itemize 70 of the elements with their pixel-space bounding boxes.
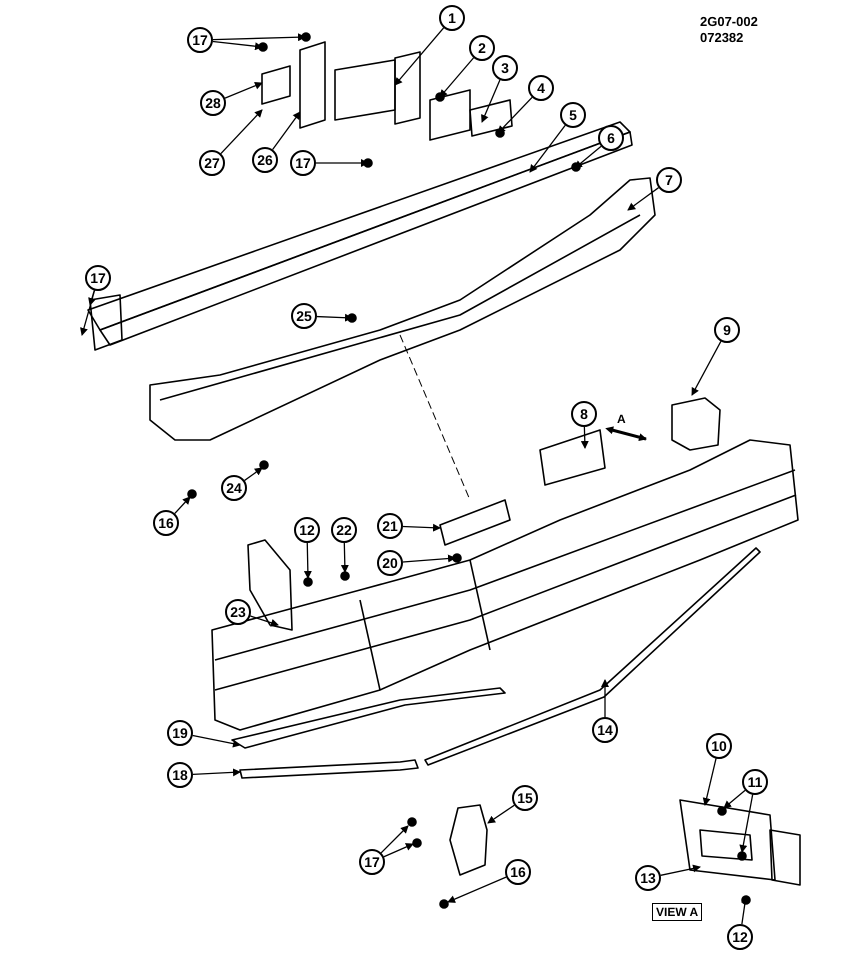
leader-line <box>741 895 749 924</box>
leader-line <box>723 790 746 809</box>
callout-number: 11 <box>742 769 768 795</box>
callout-number: 15 <box>512 785 538 811</box>
leader-line <box>580 426 589 449</box>
leader-line <box>380 825 409 854</box>
leader-line <box>224 82 263 99</box>
leader-line <box>304 542 312 579</box>
callout-number: 9 <box>714 317 740 343</box>
callout-number: 8 <box>571 401 597 427</box>
callout-number: 25 <box>291 303 317 329</box>
callout-number: 19 <box>167 720 193 746</box>
callout-number: 12 <box>727 924 753 950</box>
leader-line <box>574 146 602 169</box>
leader-line <box>691 341 722 396</box>
leader-line <box>80 290 96 336</box>
callout-number: 17 <box>359 849 385 875</box>
leader-line <box>174 496 191 514</box>
callout-number: 22 <box>331 517 357 543</box>
leader-line <box>481 80 500 123</box>
leader-line <box>272 111 301 150</box>
callout-number: 26 <box>252 147 278 173</box>
leader-line <box>497 96 532 134</box>
callout-number: 6 <box>598 125 624 151</box>
callout-number: 5 <box>560 102 586 128</box>
callout-number: 13 <box>635 865 661 891</box>
callout-number: 14 <box>592 717 618 743</box>
leader-line <box>702 758 717 806</box>
callout-number: 17 <box>187 27 213 53</box>
leader-line <box>439 57 474 98</box>
leader-line <box>192 734 241 748</box>
drawing-number: 2G07-002 <box>700 14 758 29</box>
leader-line <box>402 524 441 532</box>
leader-line <box>627 187 659 211</box>
callout-number: 16 <box>505 859 531 885</box>
callout-number: 18 <box>167 762 193 788</box>
leader-line <box>340 542 349 573</box>
leader-line <box>487 804 515 824</box>
callout-number: 17 <box>290 150 316 176</box>
callout-number: 28 <box>200 90 226 116</box>
leader-line <box>447 876 506 903</box>
date-code: 072382 <box>700 30 744 45</box>
callout-number: 23 <box>225 599 251 625</box>
callout-number: 16 <box>153 510 179 536</box>
callout-number: 1 <box>439 5 465 31</box>
callout-number: 27 <box>199 150 225 176</box>
leader-line <box>192 768 241 776</box>
callout-number: 12 <box>294 517 320 543</box>
leader-line <box>88 290 96 306</box>
callout-number: 3 <box>492 55 518 81</box>
view-marker: A <box>616 412 627 426</box>
leader-line <box>220 109 263 154</box>
callout-number: 20 <box>377 550 403 576</box>
leader-line <box>402 554 456 563</box>
leader-line <box>384 843 414 858</box>
leader-line <box>660 864 701 876</box>
callout-number: 7 <box>656 167 682 193</box>
view-label: VIEW A <box>652 903 702 921</box>
leader-line <box>529 124 566 173</box>
leader-line <box>250 615 279 627</box>
callout-number: 24 <box>221 475 247 501</box>
callout-number: 2 <box>469 35 495 61</box>
leader-line <box>739 794 754 853</box>
callout-number: 17 <box>85 265 111 291</box>
leader-line <box>244 467 263 481</box>
callout-number: 21 <box>377 513 403 539</box>
leader-line <box>601 679 609 717</box>
leader-line <box>394 27 444 86</box>
callout-number: 4 <box>528 75 554 101</box>
callout-number: 10 <box>706 733 732 759</box>
